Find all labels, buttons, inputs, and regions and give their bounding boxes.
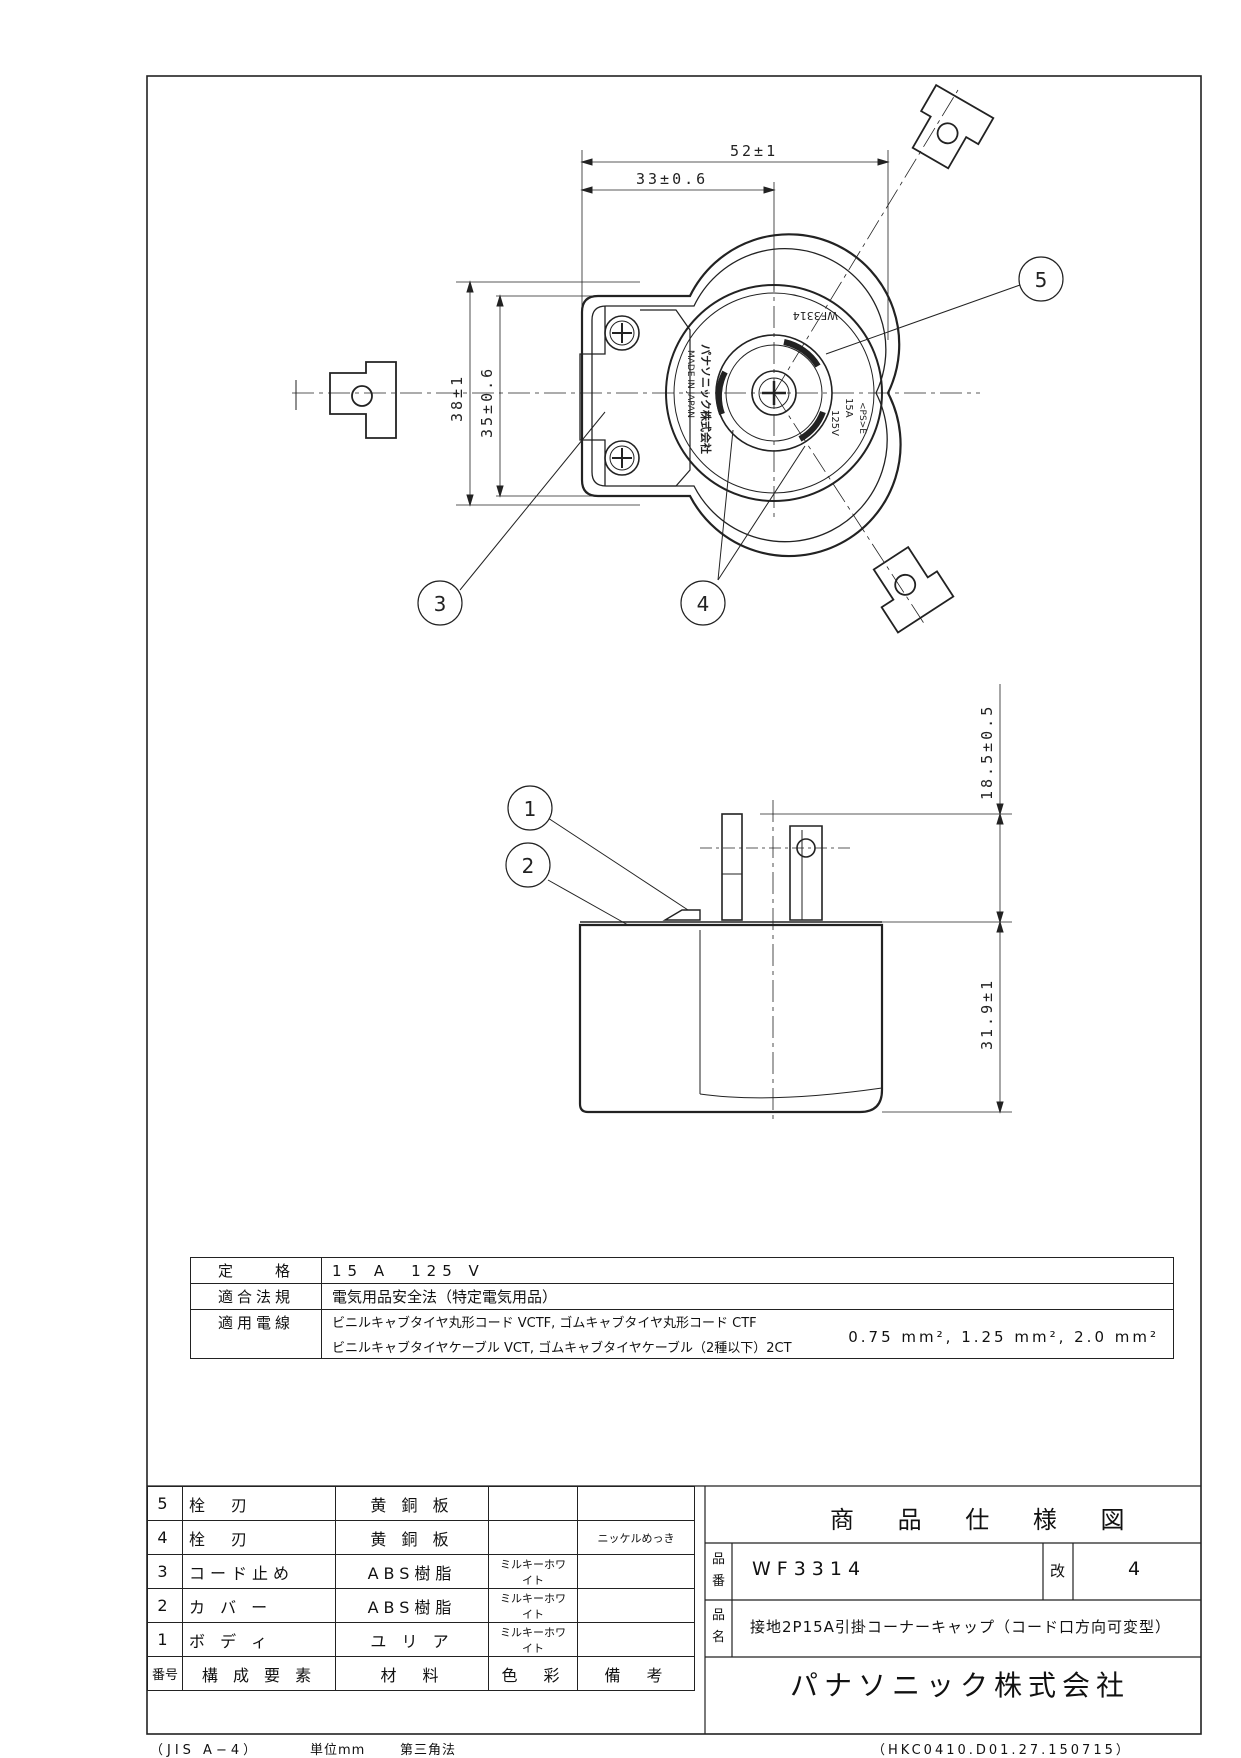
- callout-3: 3: [417, 580, 463, 626]
- part-name: 栓 刃: [182, 1486, 336, 1521]
- dim-width-center: 33±0.6: [636, 170, 708, 188]
- parts-row: 5 栓 刃 黄 銅 板: [147, 1486, 695, 1521]
- dim-height-inner: 35±0.6: [478, 366, 496, 438]
- spec-row-rating: 定 格 15 A 125 V: [190, 1257, 1174, 1284]
- plate-ps-mark-text: <PS>E: [857, 402, 867, 434]
- parts-header-no: 番号: [147, 1656, 183, 1691]
- part-no: 2: [147, 1588, 183, 1623]
- cord-position-lower-right-icon: [872, 545, 955, 634]
- part-note: [577, 1588, 695, 1623]
- parts-header-color: 色 彩: [488, 1656, 578, 1691]
- product-name: 接地2P15A引掛コーナーキャップ（コード口方向可変型）: [750, 1618, 1171, 1636]
- spec-row-cable: 適用電線 ビニルキャブタイヤ丸形コード VCTF, ゴムキャブタイヤ丸形コード …: [190, 1309, 1174, 1359]
- part-number-label-2: 番: [712, 1574, 726, 1589]
- svg-text:2: 2: [522, 854, 535, 878]
- part-no: 1: [147, 1622, 183, 1657]
- spec-cable-sizes: 0.75 mm², 1.25 mm², 2.0 mm²: [848, 1328, 1159, 1346]
- part-note: [577, 1622, 695, 1657]
- spec-label: 定 格: [190, 1257, 322, 1284]
- part-name: 栓 刃: [182, 1520, 336, 1555]
- parts-header-row: 番号 構 成 要 素 材 料 色 彩 備 考: [147, 1656, 695, 1691]
- part-material: ABS樹脂: [335, 1588, 489, 1623]
- footer-standard: （JIS A−4）: [150, 1743, 261, 1758]
- parts-header-name: 構 成 要 素: [182, 1656, 336, 1691]
- plate-rating-a-text: 15A: [843, 398, 854, 418]
- callout-4: 4: [680, 580, 726, 626]
- dim-blade-height: 18.5±0.5: [978, 704, 996, 800]
- spec-table: 定 格 15 A 125 V 適合法規 電気用品安全法（特定電気用品） 適用電線…: [190, 1257, 1174, 1359]
- parts-table: 5 栓 刃 黄 銅 板 4 栓 刃 黄 銅 板 ニッケルめっき 3 コード止め …: [147, 1486, 695, 1691]
- spec-cable-line1: ビニルキャブタイヤ丸形コード VCTF, ゴムキャブタイヤ丸形コード CTF: [332, 1316, 757, 1331]
- drawing-title: 商 品 仕 様 図: [830, 1506, 1143, 1534]
- revision-number: 4: [1128, 1558, 1143, 1580]
- part-material: 黄 銅 板: [335, 1520, 489, 1555]
- part-no: 4: [147, 1520, 183, 1555]
- product-name-label-1: 品: [712, 1608, 726, 1623]
- product-name-label-2: 名: [712, 1630, 726, 1645]
- part-color: ミルキーホワイト: [488, 1622, 578, 1657]
- svg-text:1: 1: [524, 797, 537, 821]
- dim-height-total: 38±1: [448, 374, 466, 422]
- revision-label: 改: [1050, 1562, 1068, 1580]
- part-color: [488, 1520, 578, 1555]
- parts-row: 4 栓 刃 黄 銅 板 ニッケルめっき: [147, 1520, 695, 1555]
- spec-value: 電気用品安全法（特定電気用品）: [321, 1283, 1174, 1310]
- part-no: 3: [147, 1554, 183, 1589]
- part-color: ミルキーホワイト: [488, 1588, 578, 1623]
- part-color: [488, 1486, 578, 1521]
- part-note: [577, 1486, 695, 1521]
- sheet-border: [146, 75, 1202, 1735]
- spec-label: 適合法規: [190, 1283, 322, 1310]
- svg-text:3: 3: [434, 592, 447, 616]
- company-name: パナソニック株式会社: [790, 1669, 1131, 1702]
- spec-value: ビニルキャブタイヤ丸形コード VCTF, ゴムキャブタイヤ丸形コード CTF ビ…: [321, 1309, 1174, 1359]
- part-name: コード止め: [182, 1554, 336, 1589]
- parts-header-material: 材 料: [335, 1656, 489, 1691]
- svg-text:5: 5: [1035, 268, 1048, 292]
- cord-position-left-icon: [295, 361, 397, 439]
- callout-2: 2: [505, 842, 551, 888]
- part-note: ニッケルめっき: [577, 1520, 695, 1555]
- parts-row: 2 カ バ ー ABS樹脂 ミルキーホワイト: [147, 1588, 695, 1623]
- callout-1: 1: [507, 785, 553, 831]
- dim-body-height: 31.9±1: [978, 978, 996, 1050]
- parts-header-note: 備 考: [577, 1656, 695, 1691]
- part-number: WF3314: [752, 1558, 867, 1580]
- part-number-label-1: 品: [712, 1552, 726, 1567]
- footer-unit: 単位mm: [310, 1743, 366, 1758]
- footer-projection: 第三角法: [400, 1743, 457, 1758]
- svg-text:4: 4: [697, 592, 710, 616]
- plate-brand-text: パナソニック株式会社: [699, 344, 713, 454]
- plate-rating-v-text: 125V: [829, 410, 840, 436]
- part-material: 黄 銅 板: [335, 1486, 489, 1521]
- spec-value: 15 A 125 V: [321, 1257, 1174, 1284]
- side-view: [578, 684, 1012, 1120]
- part-note: [577, 1554, 695, 1589]
- spec-row-law: 適合法規 電気用品安全法（特定電気用品）: [190, 1283, 1174, 1310]
- part-material: ABS樹脂: [335, 1554, 489, 1589]
- top-view: [292, 89, 980, 626]
- plate-madein-text: MADE IN JAPAN: [685, 350, 695, 418]
- part-name: ボ デ ィ: [182, 1622, 336, 1657]
- dim-width-total: 52±1: [730, 142, 778, 160]
- part-no: 5: [147, 1486, 183, 1521]
- plate-model-text: WF3314: [793, 309, 838, 322]
- spec-cable-line2: ビニルキャブタイヤケーブル VCT, ゴムキャブタイヤケーブル（2種以下）2CT: [332, 1341, 792, 1356]
- callout-5: 5: [1018, 256, 1064, 302]
- part-material: ユ リ ア: [335, 1622, 489, 1657]
- footer-code: （HKC0410.D01.27.150715）: [872, 1743, 1132, 1758]
- spec-label: 適用電線: [190, 1309, 322, 1359]
- parts-row: 3 コード止め ABS樹脂 ミルキーホワイト: [147, 1554, 695, 1589]
- part-name: カ バ ー: [182, 1588, 336, 1623]
- parts-row: 1 ボ デ ィ ユ リ ア ミルキーホワイト: [147, 1622, 695, 1657]
- cord-position-upper-right-icon: [911, 83, 995, 170]
- part-color: ミルキーホワイト: [488, 1554, 578, 1589]
